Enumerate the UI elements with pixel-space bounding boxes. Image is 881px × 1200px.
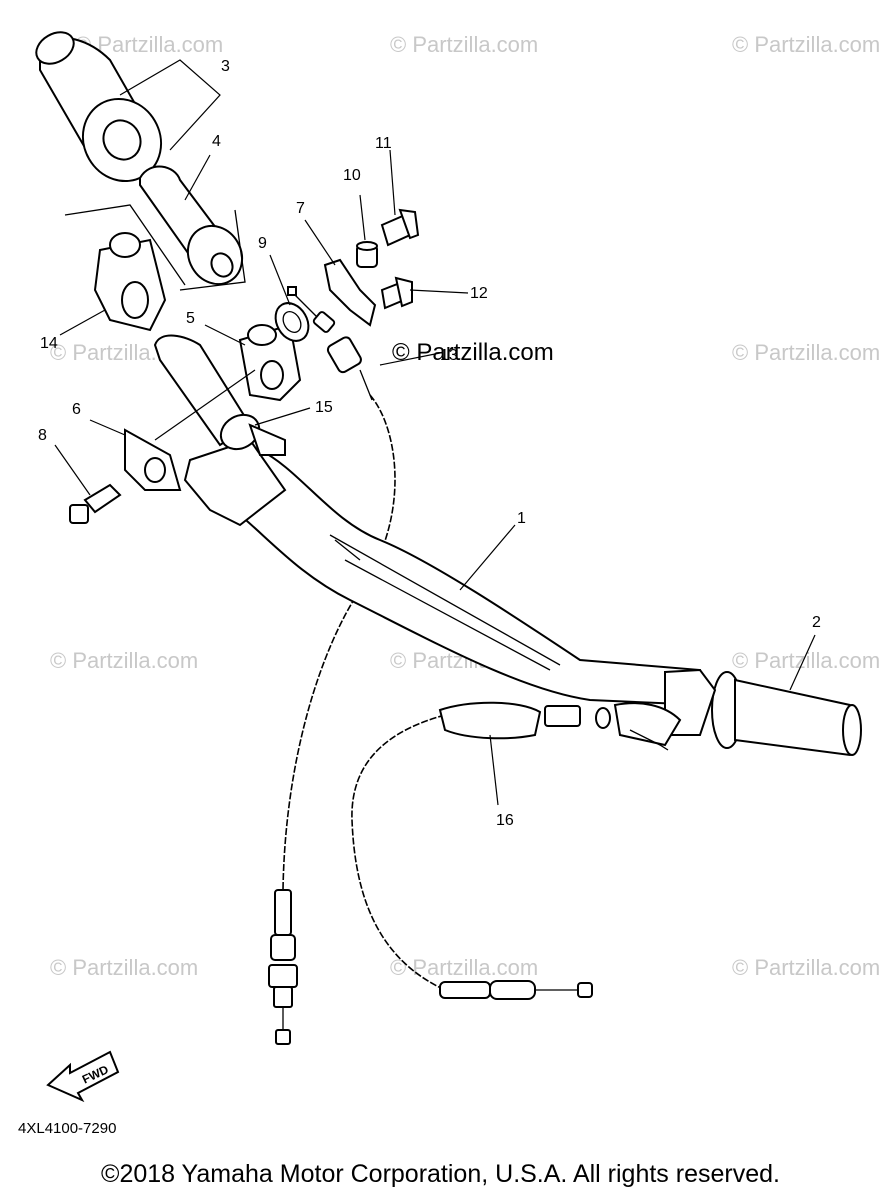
- watermark: © Partzilla.com: [732, 340, 880, 365]
- callout-9: 9: [258, 235, 267, 252]
- fwd-arrow-icon: FWD: [46, 1050, 120, 1103]
- watermark: © Partzilla.com: [732, 648, 880, 673]
- callout-6: 6: [72, 401, 81, 418]
- callout-15: 16: [496, 812, 514, 829]
- watermark: © Partzilla.com: [390, 32, 538, 57]
- callout-4: 4: [212, 133, 221, 150]
- callout-3: 3: [221, 58, 230, 75]
- watermark: © Partzilla.com: [732, 955, 880, 980]
- throttle-cable: [282, 394, 396, 891]
- clutch-cable: [351, 714, 446, 991]
- clutch-lever: [438, 701, 682, 751]
- throttle-cable-fitting: [287, 286, 373, 401]
- screw-11: [380, 208, 420, 247]
- callout-8: 8: [38, 427, 47, 444]
- left-grip: [664, 668, 862, 757]
- callout-14: 14: [40, 335, 58, 352]
- collar-10: [356, 241, 378, 268]
- callout-12: 12: [470, 285, 488, 302]
- callout-16: 15: [315, 399, 333, 416]
- housing-cap: [124, 428, 182, 491]
- callout-13: 13: [440, 347, 458, 364]
- watermark: © Partzilla.com: [390, 955, 538, 980]
- diagram-code: 4XL4100-7290: [18, 1120, 117, 1137]
- throttle-grip: [35, 31, 163, 183]
- copyright-notice: ©2018 Yamaha Motor Corporation, U.S.A. A…: [101, 1160, 780, 1188]
- callout-10: 10: [343, 167, 361, 184]
- screw-12: [380, 276, 413, 310]
- throttle-tube: [139, 165, 244, 286]
- throttle-cable-end: [268, 889, 298, 1045]
- watermark: © Partzilla.com: [732, 32, 880, 57]
- callout-2: 2: [812, 614, 821, 631]
- screw-8: [69, 483, 122, 524]
- cable-bracket: [323, 258, 377, 327]
- watermark: © Partzilla.com: [50, 955, 198, 980]
- bracket-outline-14: [64, 204, 186, 286]
- callout-11: 11: [375, 135, 392, 152]
- callout-5: 5: [186, 310, 195, 327]
- watermark: © Partzilla.com: [392, 339, 554, 366]
- callout-7: 7: [296, 200, 305, 217]
- callout-1: 1: [517, 510, 526, 527]
- leader-lines: [54, 59, 816, 806]
- bracket-outline-4: [179, 209, 246, 291]
- handlebar-end: [153, 334, 286, 456]
- callout-group: 3 4 11 10 7 9 12 14 5 13 6 8 15 1 2 16: [38, 58, 821, 829]
- throttle-housing-upper: [93, 232, 167, 332]
- cable-pulley: [274, 302, 310, 342]
- watermark: © Partzilla.com: [50, 648, 198, 673]
- clutch-cable-end: [439, 980, 593, 1000]
